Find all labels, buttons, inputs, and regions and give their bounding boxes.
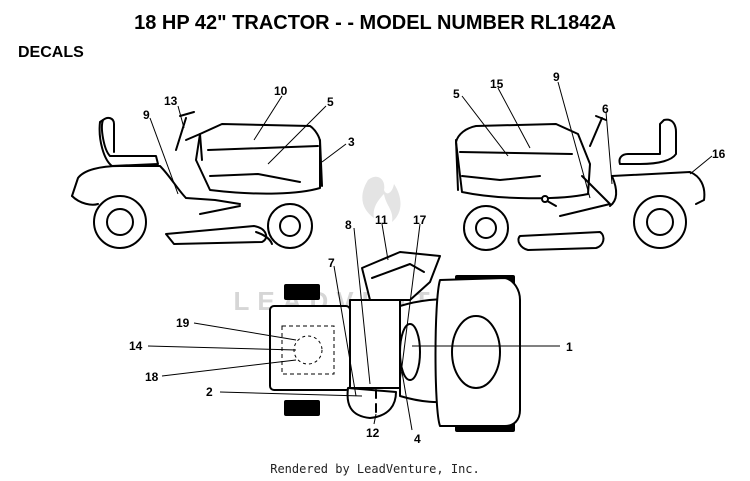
tractor-top-view <box>269 251 521 432</box>
callout-6: 6 <box>602 102 609 116</box>
callout-16: 16 <box>712 147 726 161</box>
callout-9-left: 9 <box>143 108 150 122</box>
callout-5-right: 5 <box>453 87 460 101</box>
callout-2: 2 <box>206 385 213 399</box>
page-title: 18 HP 42" TRACTOR - - MODEL NUMBER RL184… <box>134 12 616 34</box>
callout-17: 17 <box>413 213 427 227</box>
callout-19: 19 <box>176 316 190 330</box>
callout-11: 11 <box>375 213 388 227</box>
callout-8: 8 <box>345 218 352 232</box>
tractor-right-side-view <box>455 115 706 251</box>
callout-3: 3 <box>348 135 355 149</box>
tractor-left-side-view <box>71 111 323 249</box>
callout-7: 7 <box>328 256 335 270</box>
leader-lines <box>147 81 713 431</box>
callout-4: 4 <box>414 432 421 446</box>
callout-10: 10 <box>274 84 288 98</box>
callout-14: 14 <box>129 339 143 353</box>
callout-18: 18 <box>145 370 159 384</box>
callout-1: 1 <box>566 340 573 354</box>
callout-13: 13 <box>164 94 178 108</box>
footer-credit: Rendered by LeadVenture, Inc. <box>270 462 480 476</box>
callout-labels: 13 9 10 5 3 5 15 9 6 16 8 11 17 7 19 14 … <box>129 70 726 446</box>
callout-15: 15 <box>490 77 504 91</box>
callout-5-left: 5 <box>327 95 334 109</box>
section-label: DECALS <box>18 44 84 61</box>
callout-9-right: 9 <box>553 70 560 84</box>
callout-12: 12 <box>366 426 380 440</box>
